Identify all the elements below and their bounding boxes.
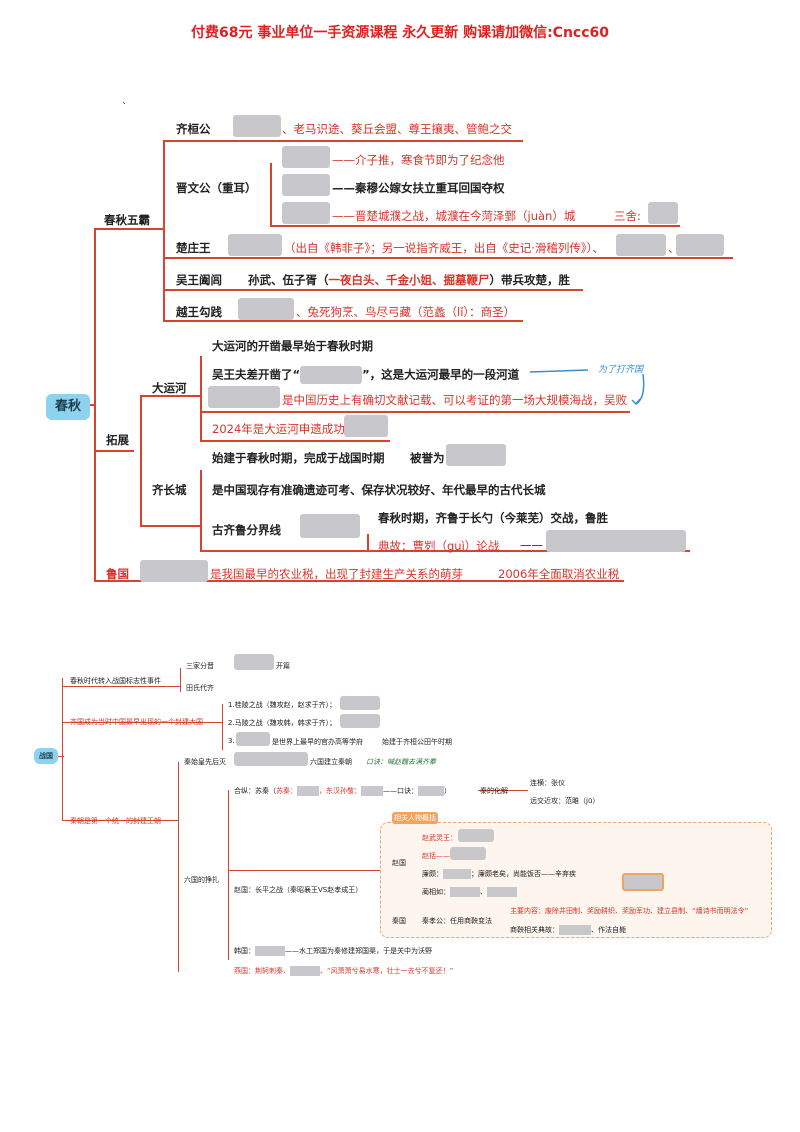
wu-helv: 吴王阖闾 <box>176 273 222 287</box>
qcc-g2: 典故：曹刿（guì）论战 <box>378 539 500 553</box>
dayunhe: 大运河 <box>152 381 187 395</box>
b1-c1: 三家分晋 <box>186 662 214 670</box>
qcc-item-2: 是中国现存有准确遗迹可考、保存状况较好、年代最早的古代长城 <box>212 483 546 497</box>
chu-zhuangwang: 楚庄王 <box>176 241 211 255</box>
branch-tuozhan: 拓展 <box>106 433 129 447</box>
dyh-item-1: 大运河的开凿最早始于春秋时期 <box>212 339 373 353</box>
blank-qcc <box>446 444 506 466</box>
branch-wuba: 春秋五霸 <box>104 213 150 227</box>
lianheng: 连横：张仪 <box>530 779 565 787</box>
b1-label: 春秋时代转入战国标志性事件 <box>70 677 161 685</box>
b3-top: 秦始皇先后灭 <box>184 758 226 766</box>
blank-jin-1 <box>282 146 330 168</box>
b3-top-note: 口诀：喊赵魏去满齐秦 <box>366 758 436 766</box>
zhao-c: 廉颇：；廉颇老矣，尚能饭否——辛弃疾 <box>422 869 576 879</box>
blank-yue <box>238 298 294 320</box>
blank-b2-1 <box>340 696 380 710</box>
chu-text: （出自《韩非子》；另一说指齐威王，出自《史记·滑稽列传》）、 <box>284 241 604 255</box>
blank-chu <box>228 234 282 256</box>
qin-c: 商鞅相关典故：、作法自毙 <box>510 925 626 935</box>
dyh-note: 为了打齐国 <box>598 365 644 375</box>
blank-gu <box>300 514 360 538</box>
dyh-item-3: 是中国历史上有确切文献记载、可以考证的第一场大规模海战，吴败 <box>282 393 627 407</box>
blank-dyh-2 <box>344 415 388 437</box>
blank-chu-2 <box>616 234 666 256</box>
jin-item-1: ——介子推，寒食节即为了纪念他 <box>332 153 505 167</box>
blank-dianggu <box>546 530 686 552</box>
zhao-b: 赵括—— <box>422 852 450 860</box>
lu-text2: 2006年全面取消农业税 <box>498 567 620 581</box>
blank-jin-2 <box>282 174 330 196</box>
qcc-item-1: 始建于春秋时期，完成于战国时期 <box>212 451 385 465</box>
b3-label: 秦朝是第一个统一的封建王朝 <box>70 817 161 825</box>
blank-dyh <box>208 386 280 408</box>
b2-c2: 2.马陵之战（魏攻韩，韩求于齐）； <box>228 719 337 727</box>
blank-b1 <box>234 654 274 670</box>
qin-label: 秦国 <box>392 917 406 925</box>
yue-goujian: 越王勾践 <box>176 305 222 319</box>
zhao-d: 蔺相如：、 <box>422 887 517 897</box>
hz-line: 合纵：苏秦（苏秦：，东汉孙敬：——口诀：） <box>234 786 451 796</box>
blank-jin-3 <box>282 202 330 224</box>
b1-c2: 田氏代齐 <box>186 684 214 692</box>
jin-item-2: ——秦穆公嫁女扶立重耳回国夺权 <box>332 181 505 195</box>
dyh-item-4: 2024年是大运河申遗成功 <box>212 422 345 436</box>
b3-top2: 六国建立秦朝 <box>310 758 352 766</box>
yan-line: 燕国：荆轲刺秦、、“风萧萧兮易水寒，壮士一去兮不复还！” <box>234 966 454 976</box>
b3-liu: 六国的挣扎 <box>184 876 219 884</box>
b2-label: 齐国成为当时中国最早出现的一个封建大国 <box>70 718 203 726</box>
qcc-g2-dash: —— <box>520 538 543 552</box>
b1-c1b: 开篇 <box>276 662 290 670</box>
changping: 赵国：长平之战（秦昭襄王VS赵孝成王） <box>234 886 363 894</box>
jin-item-3: ——晋楚城濮之战，城濮在今菏泽鄄（juàn）城 <box>332 209 576 223</box>
blank-zhao-key <box>622 873 664 891</box>
zhao-label: 赵国 <box>392 859 406 867</box>
yue-text: 、兔死狗烹、鸟尽弓藏（范蠡（lǐ）：商圣） <box>296 305 516 319</box>
lu-text: 是我国最早的农业税，出现了封建生产关系的萌芽 <box>210 567 463 581</box>
chu-sep: 、 <box>668 241 680 255</box>
jin-sanshe: 三舍: <box>614 209 641 223</box>
blank-b3-top <box>234 752 308 766</box>
root-chunqiu: 春秋 <box>46 394 90 420</box>
arrow-note <box>529 369 645 406</box>
qi-text: 、老马识途、葵丘会盟、尊王攘夷、管鲍之交 <box>282 122 512 136</box>
qcc-gu: 古齐鲁分界线 <box>212 523 281 537</box>
blank-zhao-a <box>458 829 494 842</box>
rel-badge: 相关人物概括 <box>392 812 438 824</box>
qcc-item-1b: 被誉为 <box>410 451 445 465</box>
b2-c3a: 3. <box>228 737 235 745</box>
blank-chu-3 <box>676 234 724 256</box>
dyh-item-2: 吴王夫差开凿了“”，这是大运河最早的一段河道 <box>212 366 519 384</box>
qin-b: 主要内容：废除井田制、奖励耕织、奖励军功、建立县制、“燔诗书而明法令” <box>510 907 749 915</box>
jin-wengong: 晋文公（重耳） <box>176 181 257 195</box>
hz-qin: 秦的化解 <box>480 787 508 795</box>
blank-sanshe <box>648 202 678 224</box>
b2-c3b: 是世界上最早的官办高等学府 <box>272 738 363 746</box>
qcc-g1: 春秋时期，齐鲁于长勺（今莱芜）交战，鲁胜 <box>378 511 608 525</box>
qi-huangong: 齐桓公 <box>176 122 211 136</box>
luguo: 鲁国 <box>106 567 129 581</box>
blank-b2-2 <box>340 714 380 728</box>
han-line: 韩国：——水工郑国为秦修建郑国渠，于是关中为沃野 <box>234 946 432 956</box>
rel-box <box>380 822 772 938</box>
blank-qi <box>233 115 281 137</box>
qichangcheng: 齐长城 <box>152 483 187 497</box>
qin-a: 秦孝公：任用商鞅变法 <box>422 917 492 925</box>
yuanjiao: 远交近攻：范雎（jū） <box>530 797 600 805</box>
stray-mark: ` <box>122 102 127 113</box>
root-zhanguo: 战国 <box>34 748 58 764</box>
blank-b2-3 <box>236 732 270 746</box>
zhao-a: 赵武灵王： <box>422 834 457 842</box>
blank-lu <box>140 560 208 582</box>
b2-c3c: 始建于齐桓公田午时期 <box>382 738 452 746</box>
b2-c1: 1.桂陵之战（魏攻赵，赵求于齐）； <box>228 701 337 709</box>
blank-zhao-b <box>450 847 486 860</box>
banner-title: 付费68元 事业单位一手资源课程 永久更新 购课请加微信:Cncc60 <box>190 25 610 41</box>
wu-text: 孙武、伍子胥（一夜白头、千金小姐、掘墓鞭尸）带兵攻楚，胜 <box>248 273 570 287</box>
